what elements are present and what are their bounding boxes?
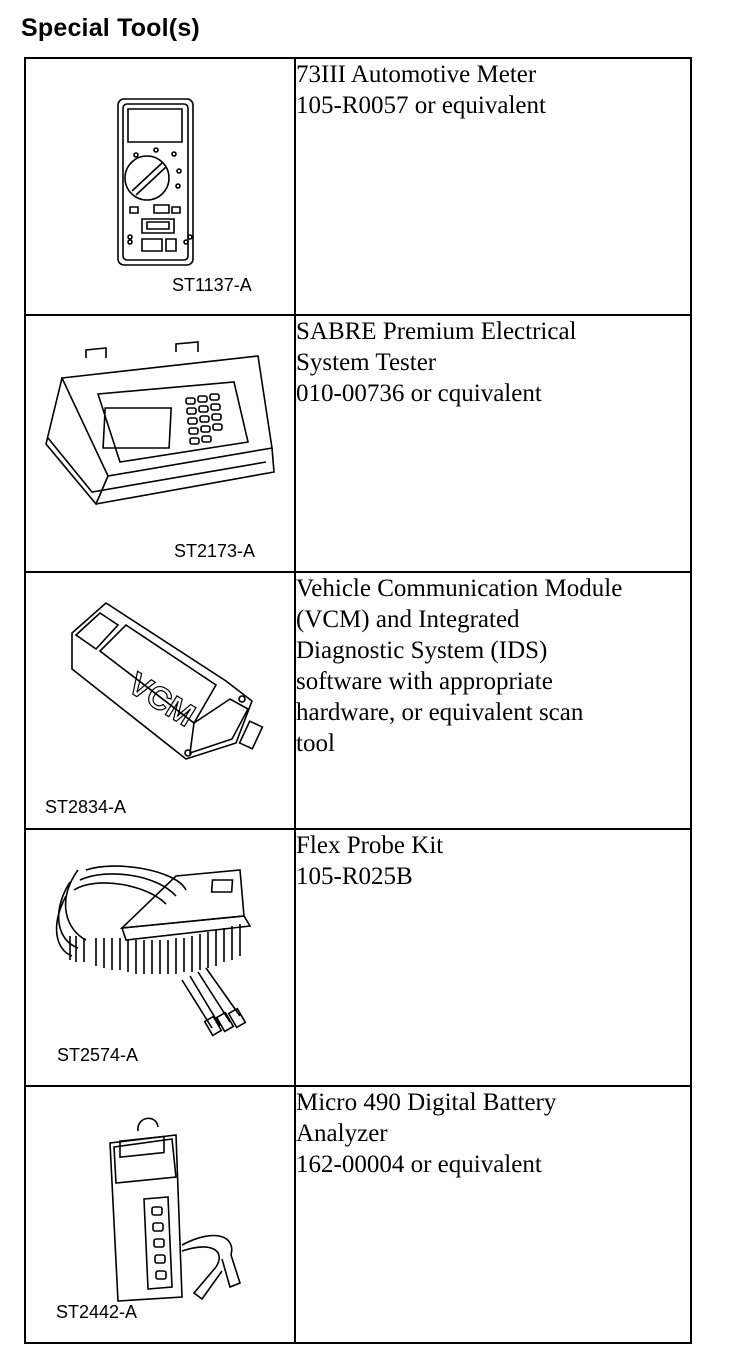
tool-description-line: (VCM) and Integrated xyxy=(296,606,520,633)
tool-description-line: hardware, or equivalent scan xyxy=(296,699,584,726)
tool-description-line: tool xyxy=(296,730,335,757)
tool-description-line: Micro 490 Digital Battery xyxy=(296,1089,557,1116)
flex-probe-kit-icon xyxy=(26,830,294,1085)
tool-part-number: 105-R0057 or equivalent xyxy=(296,92,546,119)
vcm-logo-text: VCM xyxy=(122,665,201,733)
tool-description-line: Diagnostic System (IDS) xyxy=(296,637,548,664)
tool-part-number: 105-R025B xyxy=(296,863,413,890)
tool-description-line: Flex Probe Kit xyxy=(296,832,444,859)
figure-label: ST2574-A xyxy=(57,1045,139,1065)
figure-label: ST2442-A xyxy=(56,1302,138,1322)
tool-image-cell: ST2173-A xyxy=(24,314,296,573)
table-row: ST2173-A SABRE Premium Electrical System… xyxy=(24,314,692,573)
tool-part-number: 010-00736 or cquivalent xyxy=(296,380,542,407)
figure-label: ST2834-A xyxy=(45,797,127,817)
tool-description-line: Vehicle Communication Module xyxy=(296,575,623,602)
figure-label: ST2173-A xyxy=(174,541,256,561)
table-row: ST1137-A 73III Automotive Meter 105-R005… xyxy=(24,57,692,316)
tool-description-line: Analyzer xyxy=(296,1120,388,1147)
tool-image-cell: ST1137-A xyxy=(24,57,296,316)
section-heading: Special Tool(s) xyxy=(21,14,200,42)
table-row: ST2574-A Flex Probe Kit 105-R025B xyxy=(24,828,692,1087)
tool-description-line: SABRE Premium Electrical xyxy=(296,318,577,345)
tool-description-cell: Flex Probe Kit 105-R025B xyxy=(294,828,692,1087)
tool-image-cell: ST2442-A xyxy=(24,1085,296,1344)
tool-description-cell: Micro 490 Digital Battery Analyzer 162-0… xyxy=(294,1085,692,1344)
figure-label: ST1137-A xyxy=(172,275,252,295)
table-row: ST2442-A Micro 490 Digital Battery Analy… xyxy=(24,1085,692,1344)
table-row: VCM ST2834-A Vehicle Communication Modul… xyxy=(24,571,692,830)
tool-description-line: System Tester xyxy=(296,349,437,376)
battery-analyzer-icon xyxy=(26,1087,294,1342)
tool-description-cell: Vehicle Communication Module (VCM) and I… xyxy=(294,571,692,830)
vcm-module-icon: VCM xyxy=(26,573,294,828)
tool-description-line: 73III Automotive Meter xyxy=(296,61,537,88)
tool-part-number: 162-00004 or equivalent xyxy=(296,1151,542,1178)
tool-description-cell: SABRE Premium Electrical System Tester 0… xyxy=(294,314,692,573)
tool-description-cell: 73III Automotive Meter 105-R0057 or equi… xyxy=(294,57,692,316)
tool-image-cell: VCM ST2834-A xyxy=(24,571,296,830)
electrical-tester-icon xyxy=(26,316,294,571)
tool-description-line: software with appropriate xyxy=(296,668,553,695)
special-tools-table: ST1137-A 73III Automotive Meter 105-R005… xyxy=(24,57,692,1344)
multimeter-icon xyxy=(26,59,294,314)
tool-image-cell: ST2574-A xyxy=(24,828,296,1087)
